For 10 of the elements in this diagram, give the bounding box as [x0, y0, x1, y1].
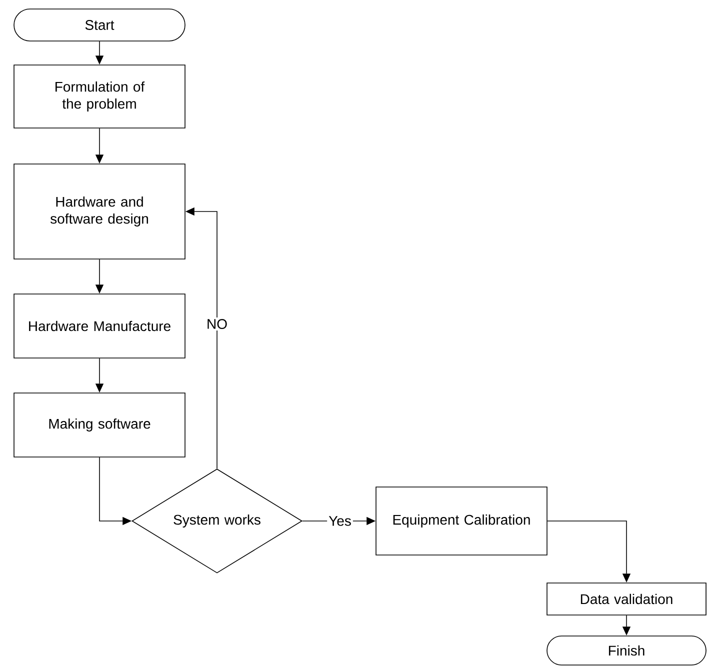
edge-label: Yes	[327, 514, 353, 528]
process-box: Hardware and software design	[14, 164, 186, 260]
process-box: Hardware Manufacture	[14, 294, 186, 358]
process-box: Making software	[14, 392, 186, 458]
finish-terminal: Finish	[546, 636, 706, 666]
edge-label: NO	[205, 318, 229, 330]
start-terminal: Start	[14, 8, 186, 42]
process-box: Formulation of the problem	[14, 64, 186, 128]
process-box: Equipment Calibration	[376, 486, 548, 556]
process-box: Data validation	[546, 582, 706, 616]
